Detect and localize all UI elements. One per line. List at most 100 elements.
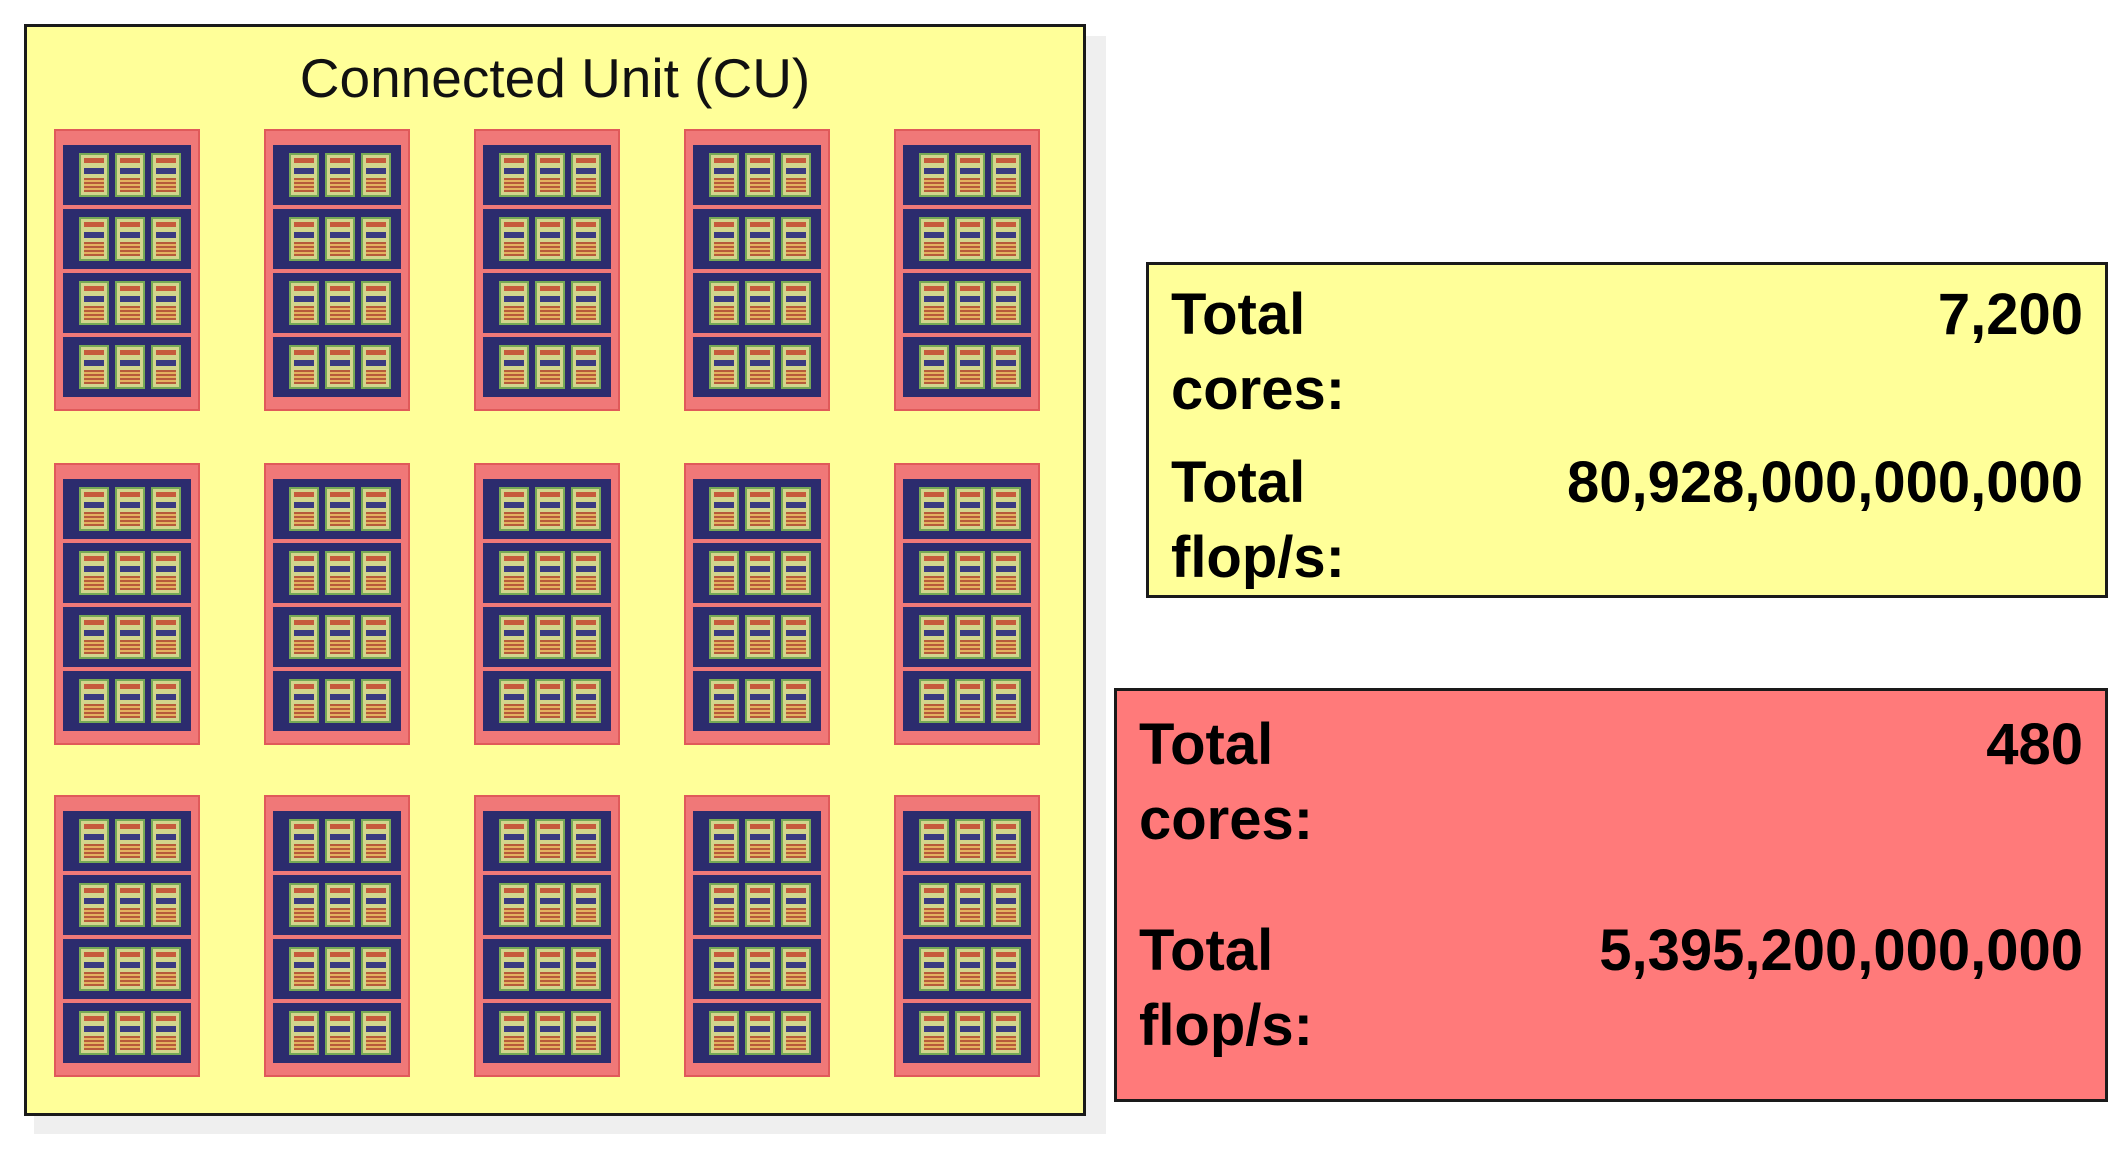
rack-shelf <box>693 811 821 871</box>
compute-node-icon <box>535 153 565 197</box>
node-strip <box>996 232 1016 238</box>
compute-node-icon <box>115 883 145 927</box>
rack-flops-value: 5,395,200,000,000 <box>1599 918 2083 983</box>
compute-node-icon <box>289 615 319 659</box>
compute-node-icon <box>991 217 1021 261</box>
compute-node-icon <box>325 679 355 723</box>
compute-node-icon <box>499 345 529 389</box>
compute-node-icon <box>79 615 109 659</box>
rack-shelf <box>483 939 611 999</box>
node-strip <box>294 232 314 238</box>
node-strip <box>156 296 176 302</box>
compute-node-icon <box>781 217 811 261</box>
node-strip <box>330 296 350 302</box>
node-strip <box>540 694 560 700</box>
compute-node-icon <box>361 615 391 659</box>
compute-node-icon <box>115 551 145 595</box>
compute-node-icon <box>361 819 391 863</box>
compute-node-icon <box>709 281 739 325</box>
rack <box>684 795 830 1077</box>
rack-cores-value: 480 <box>1986 712 2083 777</box>
rack <box>264 129 410 411</box>
compute-node-icon <box>919 551 949 595</box>
node-strip <box>156 694 176 700</box>
compute-node-icon <box>709 883 739 927</box>
compute-node-icon <box>709 551 739 595</box>
rack-shelf <box>483 811 611 871</box>
compute-node-icon <box>991 819 1021 863</box>
compute-node-icon <box>361 679 391 723</box>
node-strip <box>576 834 596 840</box>
node-strip <box>156 962 176 968</box>
compute-node-icon <box>115 1011 145 1055</box>
node-strip <box>504 232 524 238</box>
node-strip <box>996 1026 1016 1032</box>
compute-node-icon <box>325 883 355 927</box>
node-strip <box>120 232 140 238</box>
node-strip <box>156 502 176 508</box>
compute-node-icon <box>535 551 565 595</box>
node-strip <box>156 168 176 174</box>
rack <box>894 795 1040 1077</box>
node-strip <box>540 898 560 904</box>
compute-node-icon <box>781 883 811 927</box>
compute-node-icon <box>919 883 949 927</box>
rack-cores-label: Total cores: <box>1139 712 1314 852</box>
node-strip <box>786 566 806 572</box>
compute-node-icon <box>571 487 601 531</box>
node-strip <box>924 232 944 238</box>
compute-node-icon <box>571 345 601 389</box>
node-strip <box>294 502 314 508</box>
compute-node-icon <box>499 217 529 261</box>
compute-node-icon <box>571 819 601 863</box>
compute-node-icon <box>535 345 565 389</box>
node-strip <box>120 360 140 366</box>
node-strip <box>576 566 596 572</box>
node-strip <box>750 962 770 968</box>
node-strip <box>84 1026 104 1032</box>
node-strip <box>960 898 980 904</box>
compute-node-icon <box>919 679 949 723</box>
node-strip <box>366 566 386 572</box>
node-strip <box>156 1026 176 1032</box>
node-strip <box>330 566 350 572</box>
rack-shelf <box>483 671 611 731</box>
compute-node-icon <box>745 281 775 325</box>
rack-shelf <box>273 479 401 539</box>
compute-node-icon <box>571 281 601 325</box>
node-strip <box>576 232 596 238</box>
compute-node-icon <box>151 615 181 659</box>
rack-shelf <box>903 479 1031 539</box>
node-strip <box>330 168 350 174</box>
node-strip <box>504 566 524 572</box>
compute-node-icon <box>499 487 529 531</box>
compute-node-icon <box>955 819 985 863</box>
compute-node-icon <box>499 819 529 863</box>
rack-shelf <box>273 607 401 667</box>
node-strip <box>120 694 140 700</box>
rack <box>894 463 1040 745</box>
compute-node-icon <box>571 1011 601 1055</box>
compute-node-icon <box>151 551 181 595</box>
rack-shelf <box>693 479 821 539</box>
node-strip <box>504 502 524 508</box>
total-cores-value: 7,200 <box>1937 282 2083 347</box>
compute-node-icon <box>745 153 775 197</box>
node-strip <box>294 630 314 636</box>
node-strip <box>540 630 560 636</box>
compute-node-icon <box>955 487 985 531</box>
compute-node-icon <box>289 345 319 389</box>
node-strip <box>924 296 944 302</box>
compute-node-icon <box>535 615 565 659</box>
compute-node-icon <box>289 551 319 595</box>
compute-node-icon <box>571 153 601 197</box>
compute-node-icon <box>781 487 811 531</box>
node-strip <box>330 630 350 636</box>
node-strip <box>714 1026 734 1032</box>
compute-node-icon <box>571 947 601 991</box>
rack-shelf <box>273 939 401 999</box>
rack-shelf <box>483 145 611 205</box>
node-strip <box>156 232 176 238</box>
compute-node-icon <box>151 883 181 927</box>
compute-node-icon <box>151 1011 181 1055</box>
